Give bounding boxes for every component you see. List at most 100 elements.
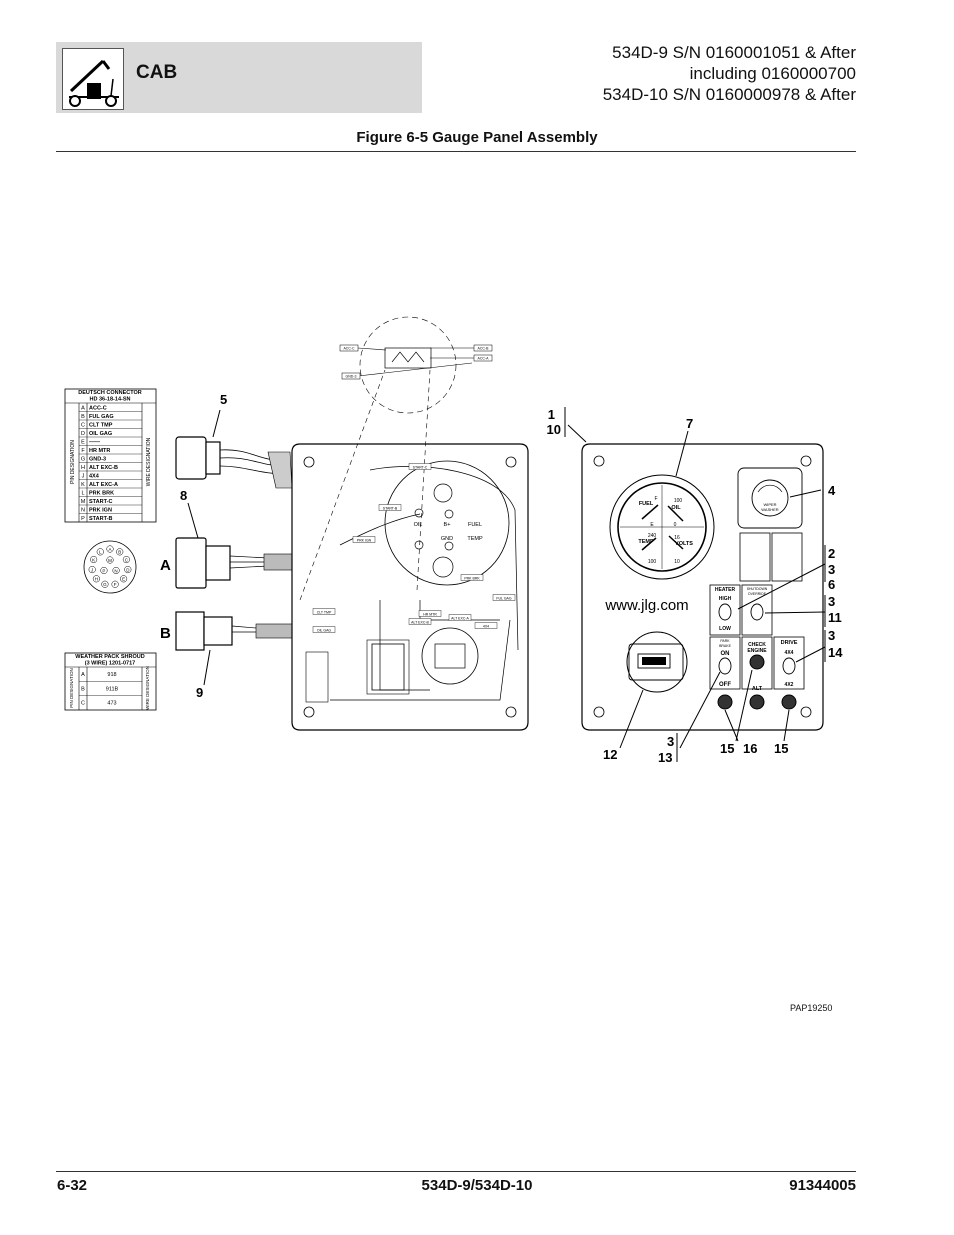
off-label: OFF	[719, 682, 731, 688]
deutsch-pin: C	[81, 423, 85, 429]
wire-tag: START-C	[413, 466, 428, 470]
on-label: ON	[721, 651, 730, 657]
wire-tag-box	[408, 618, 432, 625]
telehandler-icon	[62, 48, 124, 110]
wire-tag-box	[448, 614, 472, 621]
callout-2: 2	[828, 546, 835, 561]
gauge-oil: OIL	[671, 505, 681, 511]
wire-tag-box	[378, 504, 402, 511]
gauge-10: 10	[674, 559, 680, 565]
gauge-panel-back	[291, 316, 529, 731]
bottom-rule	[56, 1171, 856, 1172]
top-rule	[56, 151, 856, 152]
section-title: CAB	[136, 62, 178, 83]
deutsch-wire: GND-3	[89, 457, 106, 463]
weather-pack-table: WEATHER PACK SHROUD (3 WIRE) 1201-0717 P…	[64, 652, 157, 711]
connector-pin-label: H	[95, 577, 98, 582]
wire-tag: FUL GAG	[496, 597, 512, 601]
callout-7: 7	[686, 416, 693, 431]
deutsch-pin: D	[81, 431, 85, 437]
wire-tag-box	[312, 608, 336, 615]
connector-pin	[116, 548, 124, 556]
weather-pin: B	[81, 686, 85, 692]
wire-tag-box	[341, 372, 361, 380]
connector-pin-label: A	[108, 547, 111, 552]
callout-6: 6	[828, 577, 835, 592]
deutsch-pin: B	[81, 414, 85, 420]
4x4-label: 4X4	[785, 650, 794, 656]
deutsch-pin: P	[81, 516, 85, 522]
wire-tag-acc-c: ACC-C	[343, 347, 355, 351]
wire-tag-box	[408, 463, 432, 470]
wire-tag-box	[460, 574, 484, 581]
weather-pin: A	[81, 672, 85, 678]
deutsch-wire: START-B	[89, 516, 112, 522]
deutsch-wire: PRK BRK	[89, 491, 114, 497]
back-label-bplus: B+	[444, 522, 451, 528]
wire-tag-box	[339, 344, 359, 352]
deutsch-pin: F	[81, 448, 85, 454]
indicator-light	[749, 694, 765, 710]
deutsch-pin: L	[81, 491, 84, 497]
document-number: 91344005	[789, 1177, 856, 1194]
connector-pin-label: M	[108, 558, 112, 563]
wire-tag-acc-b: ACC-B	[478, 347, 490, 351]
connector-pin-label: F	[114, 582, 117, 587]
deutsch-pin: G	[81, 457, 85, 463]
wire-tag-box	[312, 626, 336, 633]
connector-pin-label: C	[125, 557, 129, 562]
back-label-fuel: FUEL	[468, 522, 482, 528]
washer-label: WASHER	[761, 507, 779, 512]
wire-tag: ALT EXC-B	[411, 621, 429, 625]
callout-16: 16	[743, 741, 757, 756]
brake-label: BRAKE	[719, 644, 732, 648]
callout-a: A	[160, 557, 171, 574]
weather-right-label: WIRE DESIGNATION	[145, 666, 150, 710]
serial-line-2: including 0160000700	[689, 64, 856, 83]
serial-line-1: 534D-9 S/N 0160001051 & After	[612, 43, 856, 62]
connector-pin	[112, 566, 120, 575]
callout-14: 14	[828, 645, 843, 660]
deutsch-wire: PRK IGN	[89, 508, 112, 514]
gauge-0: 0	[674, 522, 677, 528]
deutsch-wire: CLT TMP	[89, 423, 113, 429]
wire-tag-box	[474, 622, 498, 629]
callouts: 5 8 A B 9 1 10 7 4 2 3 6 3 11 3 14 12 3 …	[160, 392, 843, 765]
back-label-gnd: GND	[441, 536, 453, 542]
wire-tag-acc-a: ACC-A	[478, 357, 490, 361]
deutsch-wire: ACC-C	[89, 406, 107, 412]
gauge-temp: TEMP	[638, 539, 654, 545]
deutsch-pin: J	[82, 474, 85, 480]
callout-4: 4	[828, 483, 836, 498]
deutsch-connector-table: DEUTSCH CONNECTOR HD 36-18-14-SN PIN DES…	[64, 388, 157, 523]
figure-title: Figure 6-5 Gauge Panel Assembly	[356, 129, 598, 146]
leader-lines	[187, 407, 826, 762]
gauge-fuel: FUEL	[639, 501, 654, 507]
deutsch-connector-drawing	[175, 436, 293, 489]
page-number: 6-32	[57, 1177, 88, 1194]
back-label-oil: OIL	[414, 522, 423, 528]
wire-tag-box	[492, 594, 516, 601]
weather-subtitle: (3 WIRE) 1201-0717	[85, 661, 135, 667]
model-number: 534D-9/534D-10	[421, 1177, 533, 1194]
weather-title: WEATHER PACK SHROUD	[75, 654, 144, 660]
wire-tag: PRK IGN	[357, 539, 372, 543]
heater-label: HEATER	[715, 587, 736, 593]
deutsch-wire: ALT EXC-B	[89, 465, 118, 471]
gauge-240: 240	[648, 533, 657, 539]
gauge-100b: 100	[648, 559, 657, 565]
callout-1: 1	[548, 407, 555, 422]
override-label: OVERRIDE	[748, 592, 767, 596]
connector-pin	[101, 580, 109, 588]
callout-3d: 3	[667, 734, 674, 749]
deutsch-wire: HR MTR	[89, 448, 110, 454]
weather-pin: C	[81, 701, 85, 707]
connector-pin	[111, 580, 119, 588]
weather-wire: 473	[107, 701, 116, 707]
wire-tag-box	[352, 536, 376, 543]
connector-pin	[106, 556, 114, 564]
callout-13: 13	[658, 750, 672, 765]
drive-label: DRIVE	[781, 640, 798, 646]
indicator-light	[749, 654, 765, 670]
